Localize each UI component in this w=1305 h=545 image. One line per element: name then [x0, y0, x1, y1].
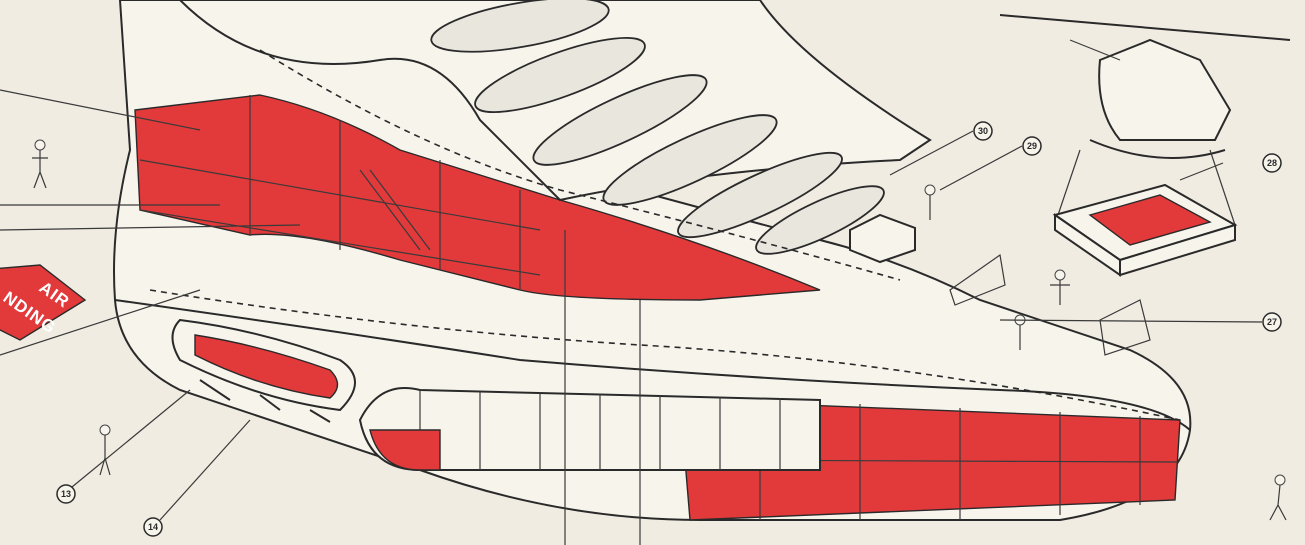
hanging-platform [1052, 149, 1238, 277]
callout-29: 29 [1022, 136, 1042, 156]
svg-text:29: 29 [1027, 141, 1037, 151]
helicopter [999, 14, 1291, 159]
soccer-goal [949, 253, 1006, 306]
callout-14: 14 [143, 517, 163, 537]
shoe-laces [178, 0, 932, 281]
people-figures [32, 139, 1287, 521]
soccer-goal [1099, 299, 1151, 356]
air-landing-sign: AIR NDING [0, 264, 87, 341]
callout-27: 27 [1262, 312, 1282, 332]
callout-30: 30 [973, 121, 993, 141]
svg-text:30: 30 [978, 126, 988, 136]
svg-text:14: 14 [148, 522, 158, 532]
callout-13: 13 [56, 484, 76, 504]
podium [849, 213, 916, 264]
svg-text:13: 13 [61, 489, 71, 499]
svg-text:27: 27 [1267, 317, 1277, 327]
svg-text:28: 28 [1267, 158, 1277, 168]
callout-leader-lines [0, 89, 1263, 545]
shoe-body [113, 0, 1192, 521]
callout-28: 28 [1262, 153, 1282, 173]
